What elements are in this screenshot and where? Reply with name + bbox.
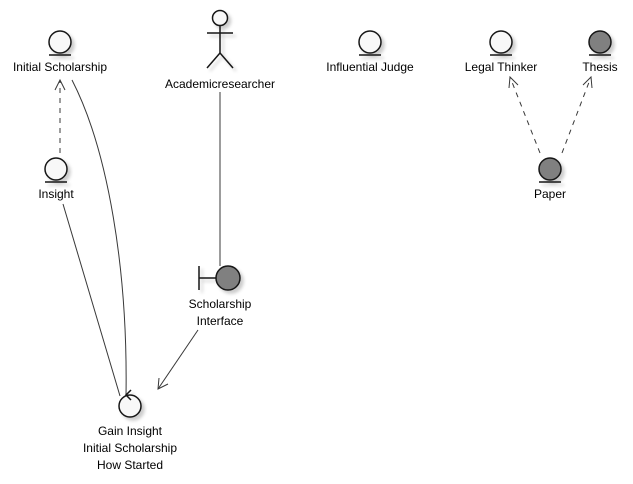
label-line: Interface	[196, 314, 244, 328]
arrow-head	[54, 78, 66, 91]
control-arrow	[124, 389, 132, 401]
arrow-head	[157, 377, 169, 390]
label-text: Initial Scholarship	[12, 60, 108, 74]
edge-line	[157, 329, 199, 390]
label-text: Paper	[533, 187, 567, 201]
label-text: Academicresearcher	[164, 77, 276, 91]
edge-initial-scholarship-to-gain-insight[interactable]	[71, 79, 127, 397]
label-text: Insight	[38, 187, 74, 201]
entity-icon	[489, 30, 513, 54]
edge-paper-to-thesis[interactable]	[561, 75, 593, 154]
label-insight: Insight	[38, 186, 73, 203]
label-line: Scholarship	[188, 297, 252, 311]
boundary-icon	[215, 265, 241, 291]
node-thesis[interactable]	[588, 30, 612, 56]
label-initial-scholarship: Initial Scholarship	[13, 59, 107, 76]
node-initial-scholarship[interactable]	[48, 30, 72, 56]
node-scholarship-interface[interactable]	[198, 265, 241, 291]
entity-icon	[48, 30, 72, 54]
label-legal-thinker: Legal Thinker	[465, 59, 538, 76]
label-line: How Started	[96, 458, 164, 472]
entity-icon	[44, 157, 68, 181]
label-line: Initial Scholarship	[82, 441, 178, 455]
label-gain-insight: Gain Insight Initial Scholarship How Sta…	[83, 423, 177, 474]
node-legal-thinker[interactable]	[489, 30, 513, 56]
label-text: Legal Thinker	[464, 60, 538, 74]
edge-paper-to-legal-thinker[interactable]	[508, 75, 541, 154]
label-line: Gain Insight	[97, 424, 163, 438]
node-academicresearcher[interactable]	[206, 9, 234, 69]
label-text: Influential Judge	[326, 60, 414, 74]
edges	[54, 75, 593, 397]
edge-scholarship-interface-to-gain-insight[interactable]	[157, 329, 199, 390]
node-influential-judge[interactable]	[358, 30, 382, 56]
actor-icon	[206, 9, 234, 69]
arrow-head	[508, 75, 519, 89]
node-paper[interactable]	[538, 157, 562, 183]
edge-line	[561, 76, 592, 154]
label-paper: Paper	[534, 186, 566, 203]
edge-insight-to-gain-insight[interactable]	[62, 203, 121, 397]
label-text: Thesis	[582, 60, 618, 74]
edge-line	[509, 76, 541, 154]
arrow-head	[582, 75, 593, 89]
entity-icon	[588, 30, 612, 54]
label-scholarship-interface: Scholarship Interface	[189, 296, 252, 330]
label-thesis: Thesis	[582, 59, 617, 76]
entity-icon	[538, 157, 562, 181]
label-influential-judge: Influential Judge	[326, 59, 413, 76]
label-academicresearcher: Academicresearcher	[165, 76, 275, 93]
node-gain-insight[interactable]	[118, 389, 142, 418]
edge-insight-to-initial-scholarship[interactable]	[54, 78, 66, 153]
control-icon	[118, 394, 142, 418]
node-insight[interactable]	[44, 157, 68, 183]
entity-icon	[358, 30, 382, 54]
